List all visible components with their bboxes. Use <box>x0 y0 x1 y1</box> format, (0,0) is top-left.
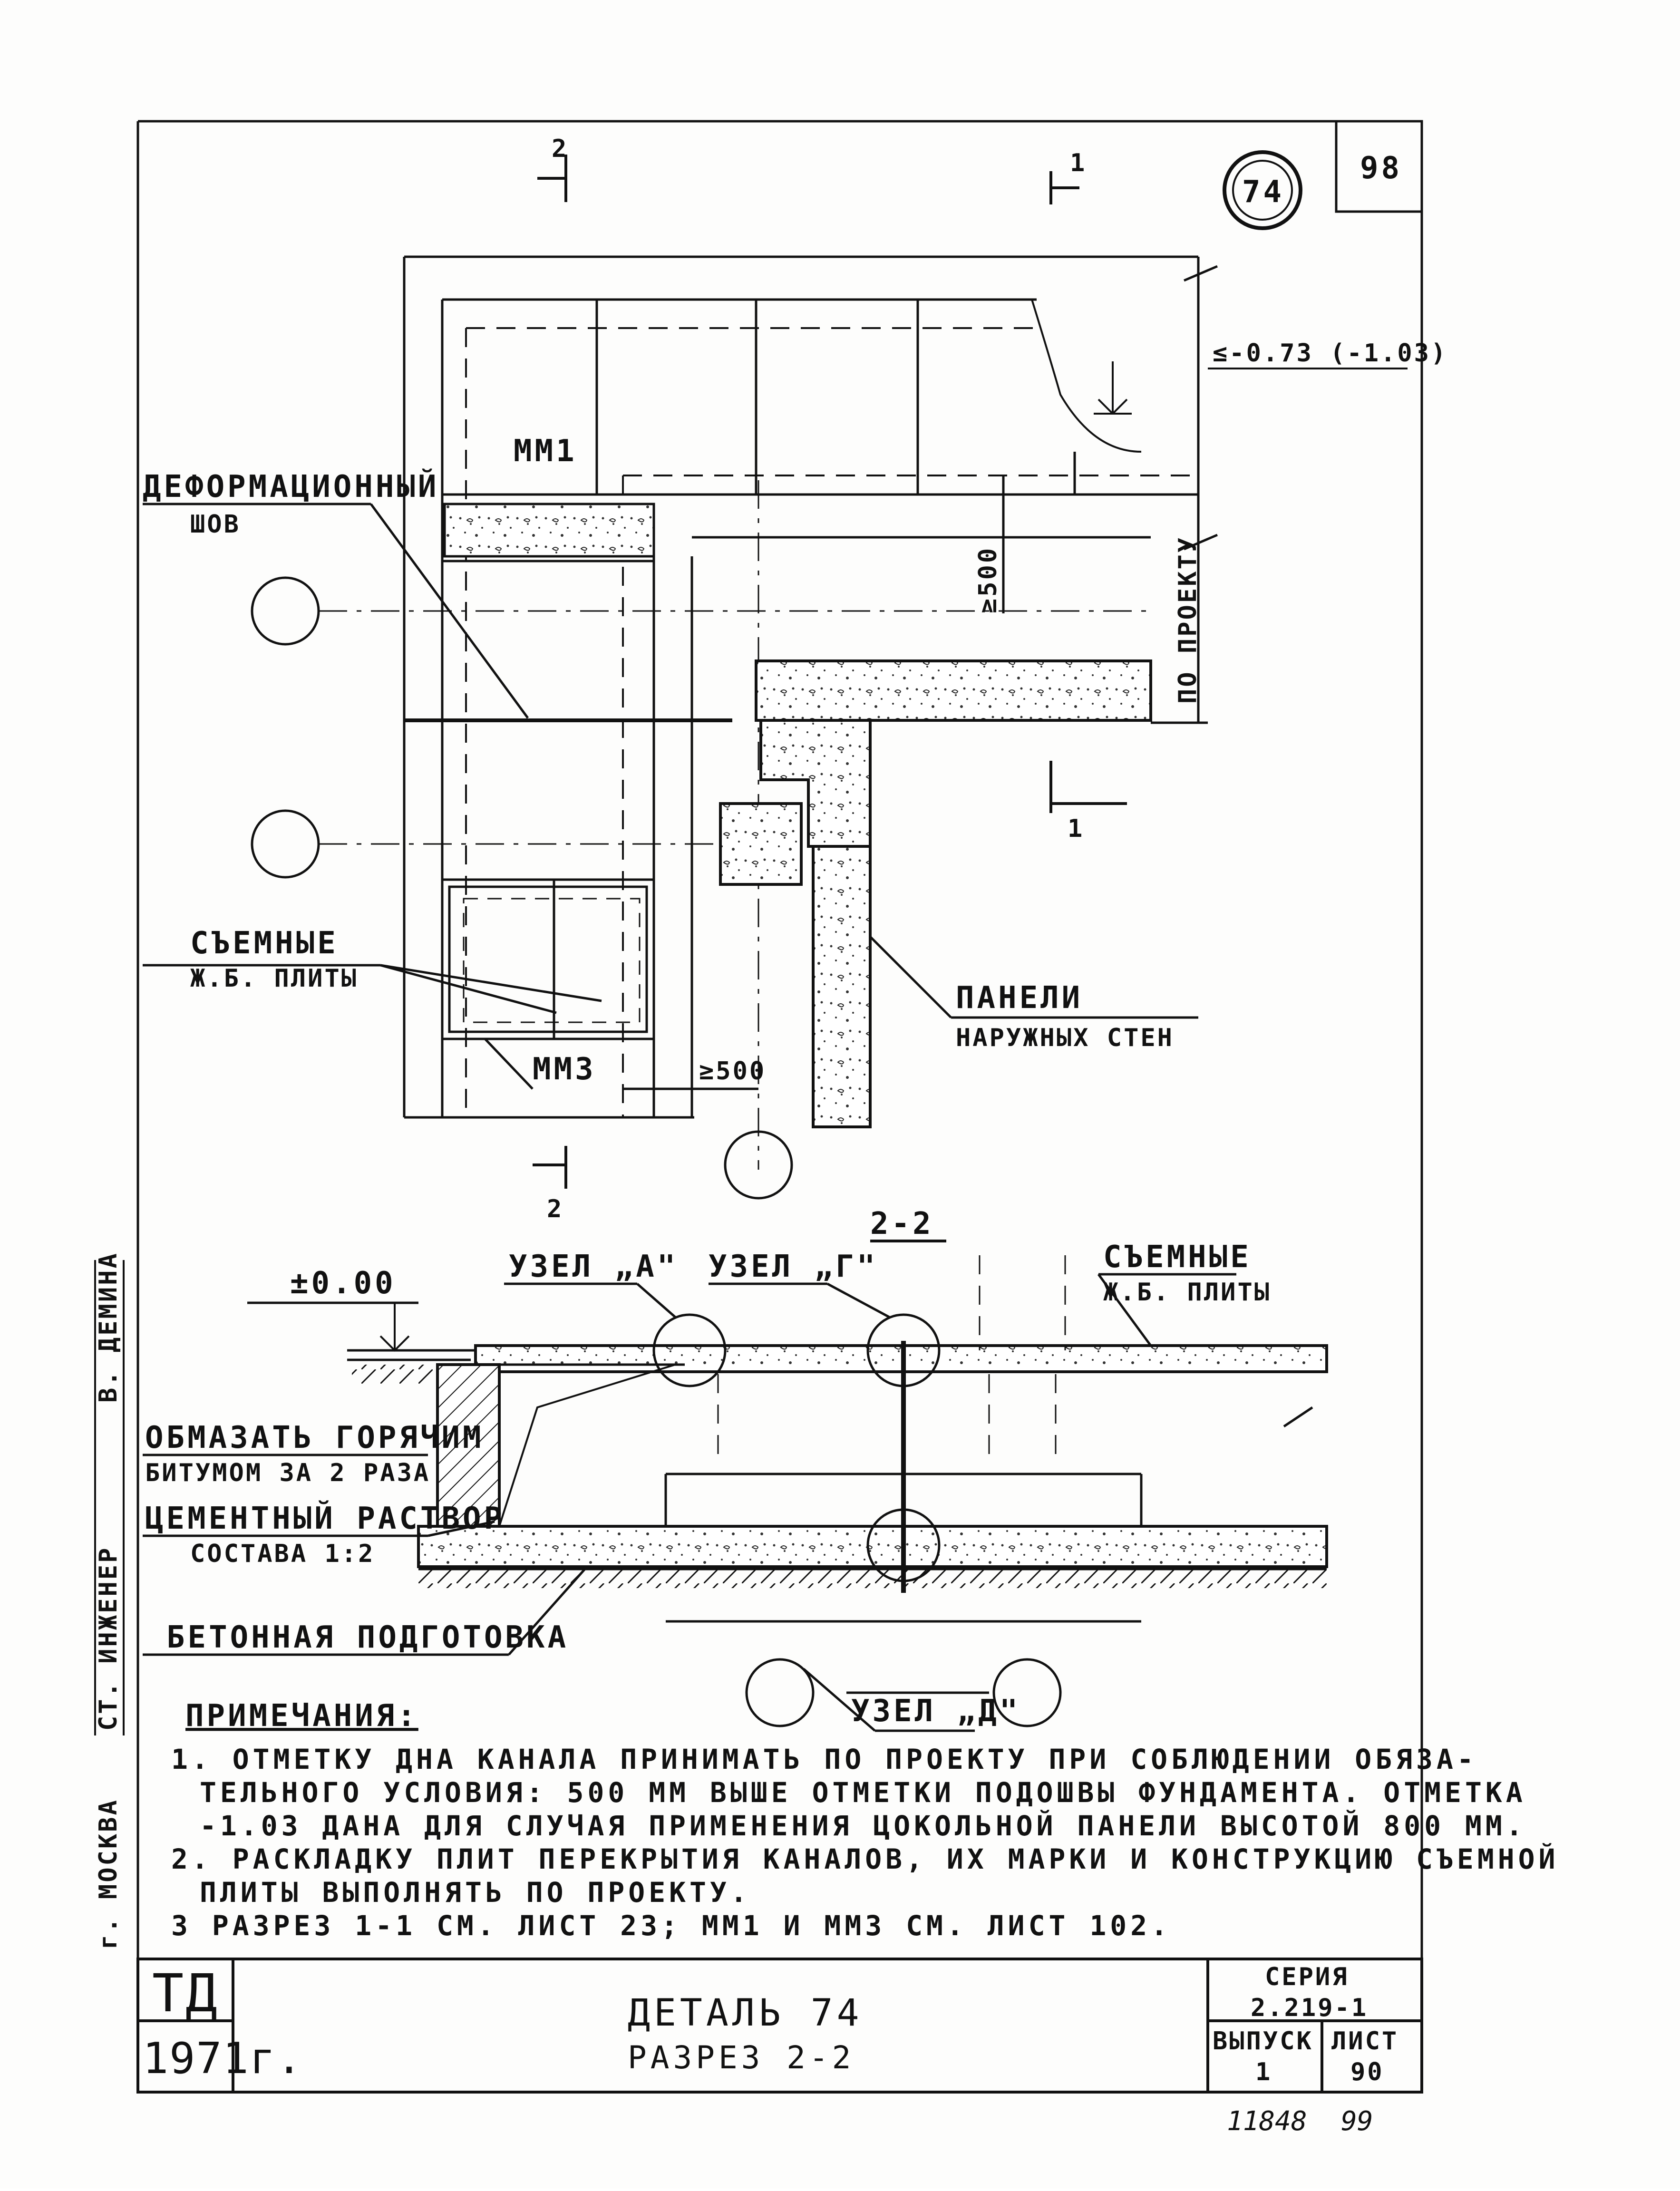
bottom-number-1: 11848 <box>1227 2106 1307 2137</box>
sheet-number-top: 98 <box>1360 151 1402 186</box>
sheet-value: 90 <box>1350 2058 1384 2086</box>
deform-joint-label: ДЕФОРМАЦИОННЫЙ <box>143 468 439 504</box>
section-mark-1-mid: 1 <box>1068 814 1084 843</box>
panels-label: ПАНЕЛИ <box>956 980 1083 1016</box>
section-title: 2-2 <box>870 1206 934 1241</box>
dim-500-horizontal: ≥500 <box>699 1057 766 1086</box>
concrete-prep-label: БЕТОННАЯ ПОДГОТОВКА <box>166 1620 569 1655</box>
section-mark-2-bottom: 2 <box>547 1195 563 1223</box>
detail-marker: 74 <box>1223 150 1302 230</box>
node-a-label: УЗЕЛ „А" <box>509 1249 678 1284</box>
zero-level-label: ±0.00 <box>290 1266 396 1301</box>
section-mark-2-top: 2 <box>552 135 568 163</box>
mortar-label: ЦЕМЕНТНЫЙ РАСТВОР <box>145 1500 505 1536</box>
bitumen-label-2: БИТУМОМ ЗА 2 РАЗА <box>145 1459 430 1487</box>
title-sub: РАЗРЕЗ 2-2 <box>628 2039 855 2076</box>
note-line-4: 2. РАСКЛАДКУ ПЛИТ ПЕРЕКРЫТИЯ КАНАЛОВ, ИХ… <box>171 1842 1559 1875</box>
notes-title: ПРИМЕЧАНИЯ: <box>185 1698 418 1734</box>
panels-label-2: НАРУЖНЫХ СТЕН <box>956 1024 1174 1052</box>
title-org: ТД <box>152 1963 219 2024</box>
by-project-label: ПО ПРОЕКТУ <box>1174 536 1202 704</box>
issue-label: ВЫПУСК <box>1213 2027 1313 2055</box>
section-removable-label: СЪЕМНЫЕ <box>1103 1240 1252 1275</box>
title-year: 1971г. <box>143 2034 303 2084</box>
plan-view <box>143 155 1408 1200</box>
side-stamp <box>94 1260 125 1735</box>
mortar-label-2: СОСТАВА 1:2 <box>190 1540 375 1568</box>
issue-value: 1 <box>1255 2058 1272 2086</box>
series-label: СЕРИЯ <box>1265 1963 1349 1991</box>
bottom-number-2: 99 <box>1341 2106 1373 2137</box>
section-removable-label-2: Ж.Б. ПЛИТЫ <box>1103 1278 1271 1307</box>
node-g-label: УЗЕЛ „Г" <box>709 1249 878 1284</box>
note-line-5: ПЛИТЫ ВЫПОЛНЯТЬ ПО ПРОЕКТУ. <box>200 1876 751 1909</box>
series-value: 2.219-1 <box>1251 1994 1368 2022</box>
mm3-label: ММ3 <box>533 1052 596 1087</box>
deform-joint-label-2: ШОВ <box>190 510 241 539</box>
stamp-role: СТ. ИНЖЕНЕР <box>94 1546 123 1731</box>
stamp-name: В. ДЕМИНА <box>94 1251 123 1403</box>
note-line-2: ТЕЛЬНОГО УСЛОВИЯ: 500 ММ ВЫШЕ ОТМЕТКИ ПО… <box>200 1776 1526 1809</box>
removable-plates-label-2: Ж.Б. ПЛИТЫ <box>190 964 358 993</box>
elevation-label: ≤-0.73 (-1.03) <box>1213 339 1447 368</box>
removable-plates-label: СЪЕМНЫЕ <box>190 926 339 961</box>
note-line-6: 3 РАЗРЕЗ 1-1 СМ. ЛИСТ 23; ММ1 И ММ3 СМ. … <box>171 1910 1171 1942</box>
section-mark-1-top: 1 <box>1070 149 1087 177</box>
title-block <box>136 1958 1423 2094</box>
mm1-label: ММ1 <box>514 434 577 469</box>
note-line-3: -1.03 ДАНА ДЛЯ СЛУЧАЯ ПРИМЕНЕНИЯ ЦОКОЛЬН… <box>200 1809 1526 1842</box>
detail-number: 74 <box>1242 175 1284 210</box>
dim-500-vertical: ≥500 <box>974 546 1002 613</box>
bitumen-label: ОБМАЗАТЬ ГОРЯЧИМ <box>145 1420 484 1455</box>
section-view <box>143 1240 1328 1732</box>
title-main: ДЕТАЛЬ 74 <box>628 1992 863 2035</box>
sheet-label: ЛИСТ <box>1331 2027 1398 2055</box>
stamp-city: г. МОСКВА <box>94 1798 123 1949</box>
note-line-1: 1. ОТМЕТКУ ДНА КАНАЛА ПРИНИМАТЬ ПО ПРОЕК… <box>171 1743 1477 1775</box>
node-d-label: УЗЕЛ „Д" <box>851 1694 1020 1729</box>
